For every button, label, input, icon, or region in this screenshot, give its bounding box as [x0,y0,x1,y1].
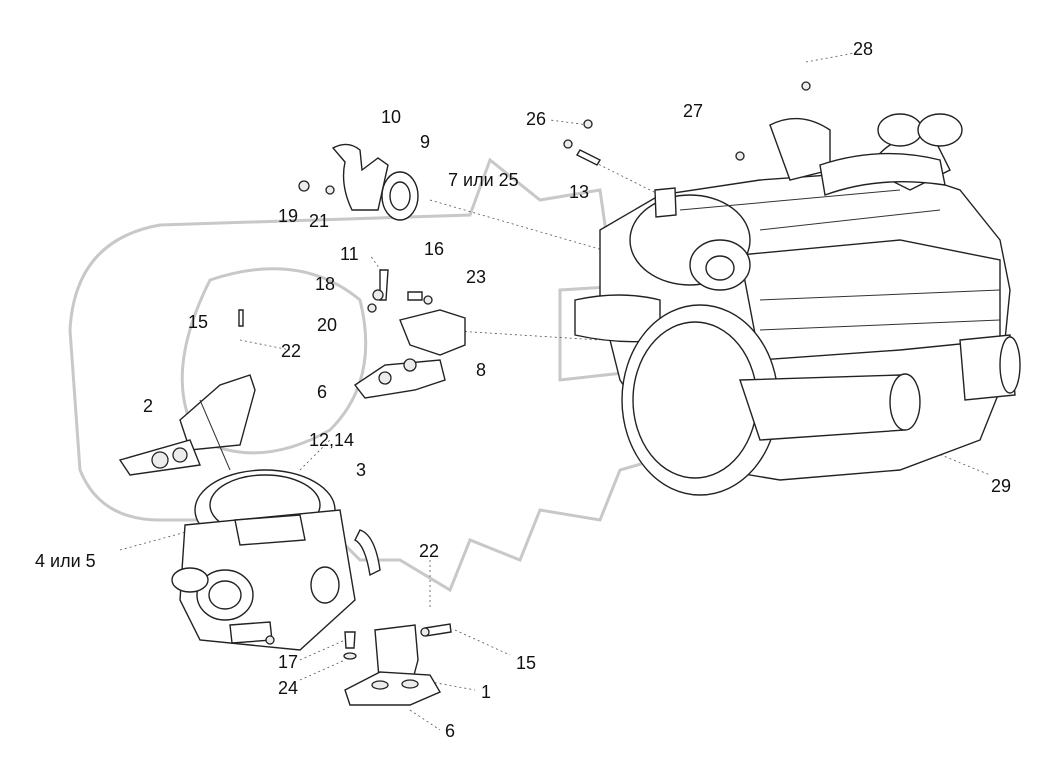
callout-26: 26 [526,109,547,129]
callout-19: 19 [278,206,299,226]
callout-18: 18 [315,274,336,294]
callout-7-or-25: 7 или 25 [448,170,519,190]
callout-4-or-5: 4 или 5 [35,551,96,571]
callout-2: 2 [143,396,154,416]
callout-8: 8 [476,360,487,380]
small-parts [238,81,811,399]
callout-29: 29 [991,476,1012,496]
callout-3: 3 [356,460,367,480]
callout-22-lower: 22 [419,541,440,561]
callout-12-14: 12,14 [309,430,355,450]
callout-15-lower: 15 [516,653,537,673]
callout-20: 20 [317,315,338,335]
callout-28: 28 [853,39,874,59]
callout-6-lower: 6 [445,721,456,741]
engine-block [574,113,1021,496]
callout-16: 16 [424,239,445,259]
callout-21: 21 [309,211,330,231]
gearbox [171,469,381,651]
bracket-assembly [118,374,256,476]
callout-15-upper: 15 [188,312,209,332]
callout-6-upper: 6 [317,382,328,402]
callout-13: 13 [569,182,590,202]
callout-22-upper: 22 [281,341,302,361]
callout-17: 17 [278,652,299,672]
callout-10: 10 [381,107,402,127]
callout-11: 11 [340,244,359,264]
callout-9: 9 [420,132,431,152]
callout-23: 23 [466,267,487,287]
lower-mount [343,623,452,706]
callout-27: 27 [683,101,704,121]
callout-1: 1 [481,682,492,702]
callout-24: 24 [278,678,299,698]
